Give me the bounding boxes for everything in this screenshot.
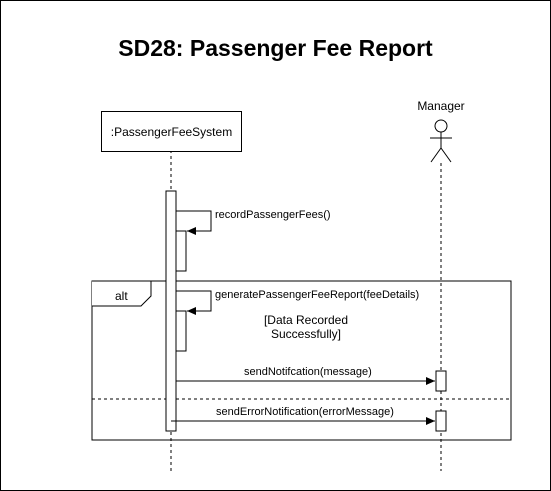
self-call-activation-1 <box>175 230 187 272</box>
self-call-arrow-1 <box>176 210 212 235</box>
manager-actor-icon <box>430 119 452 163</box>
manager-activation-1 <box>435 370 447 392</box>
alt-guard-condition: [Data Recorded Successfully] <box>251 313 361 341</box>
diagram-title: SD28: Passenger Fee Report <box>118 35 433 61</box>
manager-activation-2 <box>435 410 447 432</box>
manager-actor-label: Manager <box>417 99 465 113</box>
message-label-send-error-notification: sendErrorNotification(errorMessage) <box>216 406 394 418</box>
message-label-generate-report: generatePassengerFeeReport(feeDetails) <box>215 289 420 301</box>
self-call-activation-2 <box>175 310 187 352</box>
alt-operator-label: alt <box>115 289 128 303</box>
self-call-arrow-2 <box>176 290 212 315</box>
alt-operator-tab <box>92 280 152 307</box>
system-participant-label: :PassengerFeeSystem <box>110 124 233 139</box>
system-participant-box: :PassengerFeeSystem <box>101 111 242 152</box>
system-activation-bar <box>165 190 177 432</box>
guard-line-2: Successfully] <box>270 327 342 341</box>
guard-line-1: [Data Recorded <box>263 313 349 327</box>
message-label-send-notification: sendNotifcation(message) <box>244 366 372 378</box>
message-label-record-fees: recordPassengerFees() <box>215 209 331 221</box>
alt-fragment <box>91 280 512 441</box>
